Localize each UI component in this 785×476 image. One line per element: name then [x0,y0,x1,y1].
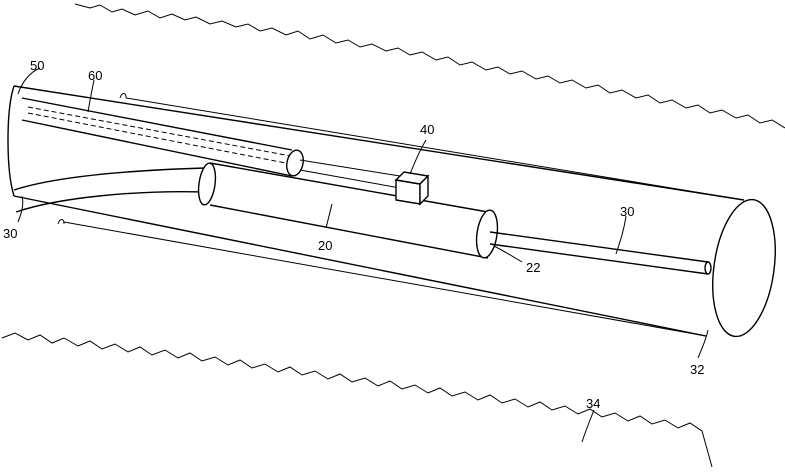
label-22: 22 [526,260,540,275]
hairline-mark-bottom [58,220,64,225]
upper-rod-top [22,98,292,150]
label-34: 34 [586,396,600,411]
label-60: 60 [88,68,102,83]
connector-top [300,160,400,176]
leader-20 [326,204,332,228]
leader-30-left [18,196,23,222]
tube-top-edge [14,86,744,200]
tube-right-end-cap [705,195,784,340]
right-rod-end [705,262,711,274]
hairline-mark-top [120,94,126,99]
label-30-left: 30 [3,226,17,241]
lower-borehole-wall [2,333,712,467]
label-50: 50 [30,58,44,73]
upper-rod-dash-2 [28,113,296,165]
leader-60 [88,80,94,112]
leader-34 [582,410,594,442]
tube-left-end [8,86,14,196]
connector-bottom [300,170,400,188]
leader-30-right [616,216,626,254]
upper-rod-bottom [22,120,292,176]
label-32: 32 [690,362,704,377]
hairline-top [126,98,744,200]
left-cable-top [14,168,205,190]
hairline-bottom [64,222,706,336]
right-rod-top [490,232,708,262]
sleeve-right-end [474,209,500,259]
right-rod-bottom [490,244,708,274]
upper-rod-end [284,149,305,178]
label-30-right: 30 [620,204,634,219]
upper-borehole-wall [75,4,785,128]
label-20: 20 [318,238,332,253]
box-component [396,172,428,204]
label-40: 40 [420,122,434,137]
tube-bottom-edge [14,196,706,336]
